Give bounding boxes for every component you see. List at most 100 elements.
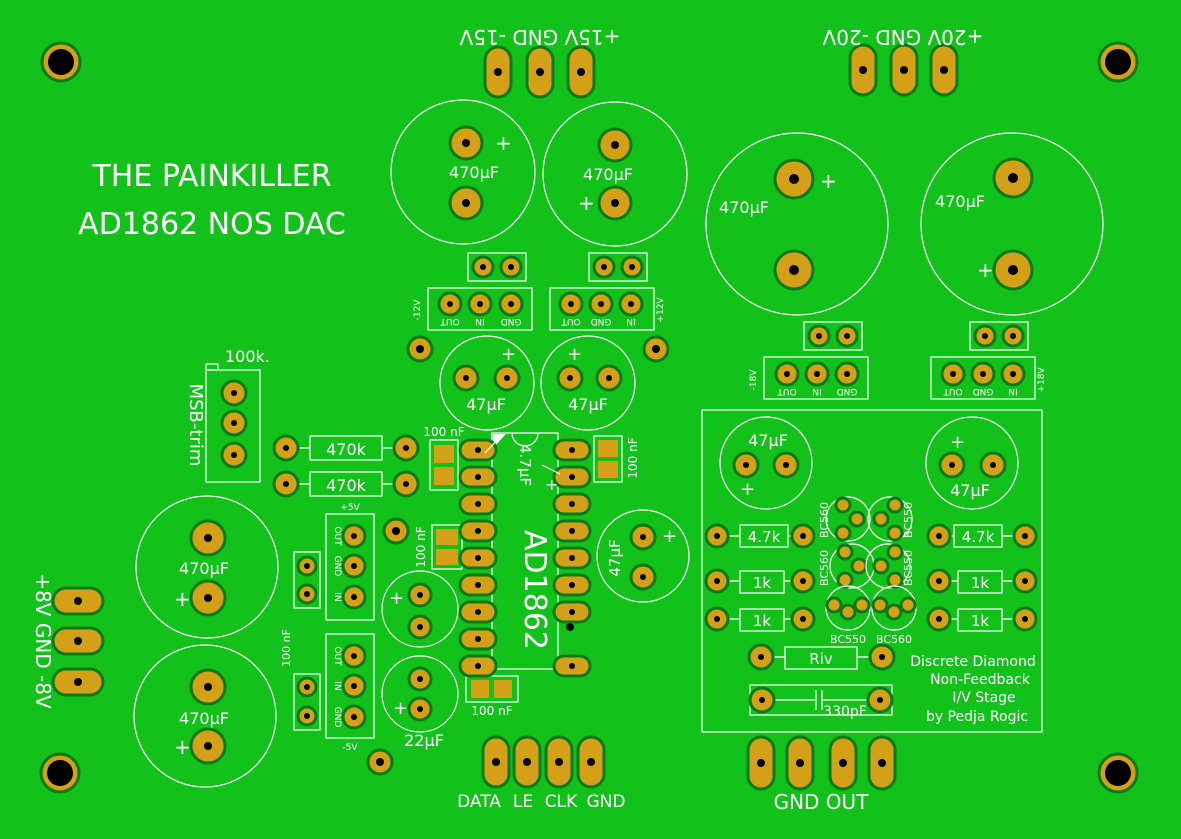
svg-text:GND: GND <box>332 556 342 577</box>
connector-20v <box>848 43 959 97</box>
svg-text:100 nF: 100 nF <box>423 425 464 439</box>
svg-text:+: + <box>567 344 582 365</box>
svg-text:BC560: BC560 <box>818 502 831 538</box>
svg-text:470k: 470k <box>326 440 367 459</box>
svg-text:OUT: OUT <box>332 646 342 666</box>
svg-text:BC560: BC560 <box>818 550 831 586</box>
connector-data <box>481 735 606 789</box>
svg-text:1k: 1k <box>971 574 990 592</box>
connector-8v-label: +8V GND -8V <box>31 573 55 709</box>
smd-100n-c: 100 nF <box>414 524 463 570</box>
regulator-pos18: OUT GND IN +18V <box>930 356 1047 400</box>
svg-text:470µF: 470µF <box>449 163 499 182</box>
connector-8v <box>51 586 105 697</box>
cap-470-d: + 470µF <box>920 132 1104 316</box>
cap-470-c: + 470µF <box>705 132 889 316</box>
svg-text:OUT: OUT <box>440 316 460 326</box>
svg-text:+12V: +12V <box>656 297 666 323</box>
cap-470-b: + 470µF <box>542 101 688 247</box>
svg-text:IN: IN <box>475 316 484 326</box>
svg-text:OUT: OUT <box>561 316 581 326</box>
svg-text:100 nF: 100 nF <box>414 526 428 567</box>
cap-470-a: + 470µF <box>390 99 536 245</box>
svg-text:47µF: 47µF <box>568 395 608 414</box>
smd-100n-a: 100 nF <box>423 425 465 491</box>
pin-data-label: DATA <box>457 792 501 812</box>
board-subtitle: AD1862 NOS DAC <box>78 207 346 242</box>
cap-470-e: + 470µF <box>135 495 279 639</box>
resistor-470k-a: 470k <box>272 434 420 462</box>
svg-text:GND: GND <box>973 386 994 396</box>
svg-text:+: + <box>950 432 965 453</box>
ic-label: AD1862 <box>517 530 552 650</box>
svg-text:330pF: 330pF <box>823 704 867 720</box>
svg-text:1k: 1k <box>753 574 772 592</box>
svg-text:+18V: +18V <box>1037 367 1047 393</box>
film-cap-6: 100 nF <box>280 629 321 731</box>
svg-text:+: + <box>662 526 677 547</box>
svg-text:470µF: 470µF <box>935 192 985 211</box>
svg-text:4.7k: 4.7k <box>748 528 781 546</box>
svg-text:BC550: BC550 <box>902 502 915 538</box>
svg-text:OUT: OUT <box>332 526 342 546</box>
svg-text:-18V: -18V <box>749 369 759 391</box>
svg-text:GND: GND <box>837 386 858 396</box>
iv-stage-line4: by Pedja Rogic <box>926 709 1028 725</box>
regulator-pos12: OUT GND IN +12V <box>549 287 666 331</box>
svg-text:100 nF: 100 nF <box>471 704 512 718</box>
svg-text:470k: 470k <box>326 476 367 495</box>
iv-stage: + 47µF + 47µF 4.7k 4.7k 1k 1k <box>701 409 1043 733</box>
svg-text:470µF: 470µF <box>179 709 229 728</box>
svg-text:+: + <box>501 344 516 365</box>
msb-trimmer: 100k. MSB-trim <box>185 347 270 483</box>
svg-text:+: + <box>545 475 558 494</box>
connector-20v-label: +20V GND -20V <box>822 25 983 49</box>
cap-47-a: + 47µF <box>439 335 535 431</box>
pin-le-label: LE <box>513 792 533 812</box>
svg-text:IN: IN <box>332 592 342 601</box>
svg-text:+: + <box>820 169 837 193</box>
svg-text:+: + <box>393 698 408 719</box>
ic-ad1862: AD1862 <box>458 432 592 678</box>
svg-text:+: + <box>174 735 191 759</box>
svg-text:BC560: BC560 <box>876 633 912 646</box>
smd-100n-d: 100 nF <box>465 675 519 718</box>
svg-text:IN: IN <box>626 316 635 326</box>
svg-text:IN: IN <box>332 681 342 690</box>
svg-text:+: + <box>977 258 994 282</box>
svg-text:GND: GND <box>501 316 522 326</box>
cap-4u7: 4.7µF + <box>484 434 561 494</box>
svg-text:GND: GND <box>332 707 342 728</box>
svg-text:100k.: 100k. <box>225 347 270 366</box>
pin-gnd-label: GND <box>587 792 626 812</box>
svg-text:MSB-trim: MSB-trim <box>185 384 206 467</box>
film-cap-5 <box>293 551 321 609</box>
svg-text:470µF: 470µF <box>583 165 633 184</box>
smd-100n-b: 100 nF <box>593 435 640 483</box>
svg-text:GND: GND <box>591 316 612 326</box>
svg-text:OUT: OUT <box>777 386 797 396</box>
connector-output-label: GND OUT <box>774 790 870 814</box>
svg-text:470µF: 470µF <box>719 198 769 217</box>
svg-text:470µF: 470µF <box>179 559 229 578</box>
svg-text:47µF: 47µF <box>950 481 990 500</box>
svg-text:IN: IN <box>812 386 821 396</box>
film-cap-1 <box>467 252 527 282</box>
regulator-neg12: OUT IN GND -12V <box>413 287 533 331</box>
svg-text:100 nF: 100 nF <box>626 437 640 478</box>
svg-text:+: + <box>389 588 404 609</box>
svg-text:4.7k: 4.7k <box>962 528 995 546</box>
connector-15v-label: +15V GND -15V <box>459 25 620 49</box>
cap-47-b: + 47µF <box>540 335 636 431</box>
svg-text:4.7µF: 4.7µF <box>516 444 534 486</box>
svg-text:1k: 1k <box>971 612 990 630</box>
cap-22: + 22µF <box>381 655 459 750</box>
svg-text:OUT: OUT <box>943 386 963 396</box>
svg-text:+: + <box>578 191 595 215</box>
svg-text:+: + <box>174 587 191 611</box>
cap-47-c: + 47µF <box>596 509 690 603</box>
svg-text:47µF: 47µF <box>606 539 624 576</box>
mounting-holes <box>39 41 1139 794</box>
film-cap-3 <box>803 321 863 351</box>
